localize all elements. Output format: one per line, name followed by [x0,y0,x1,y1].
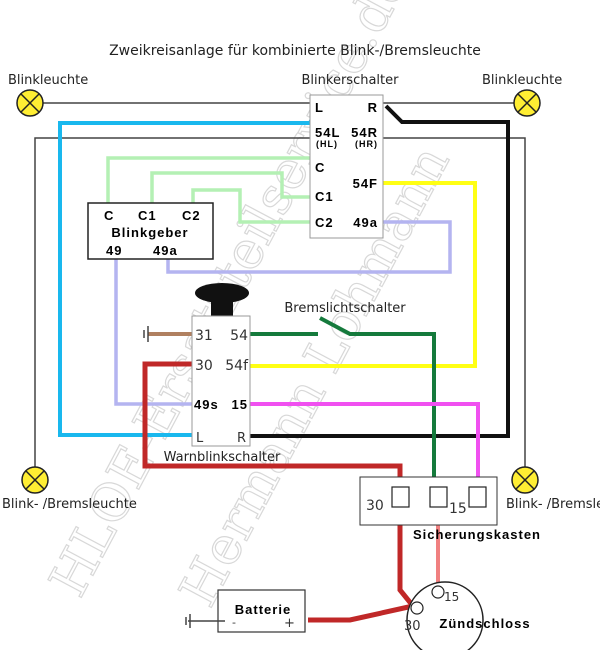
terminal-15: 15 [232,397,248,412]
terminal-54: 54 [230,328,248,344]
terminal-c1: C1 [315,189,334,204]
terminal-54r: 54R [351,125,378,140]
wires-lavender [114,220,452,406]
fuse-30 [391,486,410,508]
lamp-label: Blink- /Bremsleuchte [506,497,600,512]
terminal-49s: 49s [194,397,219,412]
ground-symbol-31 [143,326,149,342]
batterie-minus: - [232,616,236,629]
sicherungskasten-title: Sicherungskasten [413,527,541,542]
terminal-l: L [315,100,324,115]
terminal-c: C [104,208,114,223]
terminal-31: 31 [195,328,213,344]
terminal-c2: C2 [315,215,334,230]
diagram-title: Zweikreisanlage für kombinierte Blink-/B… [109,43,481,59]
wire-black-right [250,104,510,438]
zuendschloss-body [406,581,484,650]
zuendschloss: 30 15 Zündschloss [404,581,530,650]
lamp-label: Blinkleuchte [482,73,562,88]
terminal-c2: C2 [182,208,201,223]
ignition-terminal-15 [431,585,445,599]
terminal-30: 30 [195,358,213,374]
lamp-bottom-right: Blink- /Bremsleuchte [506,466,600,512]
batterie: Batterie - + [185,589,306,633]
lamp-top-left: Blinkleuchte [8,73,88,117]
blinkgeber-box [87,202,214,260]
terminal-49: 49 [106,243,122,258]
terminal-15: 15 [449,501,467,517]
blinkerschalter: Blinkerschalter L R 54L 54R (HL) (HR) C … [302,73,400,239]
wires-green [250,316,436,488]
terminal-54l: 54L [315,125,340,140]
lamp-bottom-left: Blink- /Bremsleuchte [2,466,137,512]
wire-49 [114,258,195,406]
terminal-hr: (HR) [355,139,378,149]
wire-brake-switch-to-fuse [319,316,436,488]
terminal-30: 30 [404,619,421,634]
warnblinkschalter: 31 54 30 54f 49s 15 L R Warnblinkschalte… [164,283,281,465]
terminal-c: C [315,160,325,175]
terminal-r: R [237,431,246,446]
fuse-15 [468,486,487,508]
lamp-wires [30,102,526,478]
zuendschloss-title: Zündschloss [439,616,530,631]
batterie-title: Batterie [235,602,291,617]
batterie-box [217,589,306,633]
terminal-l: L [196,431,204,446]
wire-c1 [150,171,310,208]
wire-c [106,156,310,208]
blinkerschalter-box [309,94,384,239]
wire-54r-bottom-right-lamp [383,137,526,478]
terminal-54f: 54F [353,176,378,191]
ignition-terminal-30 [410,601,424,615]
terminal-49a: 49a [353,215,378,230]
lamp-label: Blinkleuchte [8,73,88,88]
warnblink-knob [195,283,249,303]
sicherungskasten: 30 15 Sicherungskasten [359,476,541,542]
terminal-15: 15 [444,590,459,604]
wires-lightgreen [106,156,310,224]
blinkgeber: C C1 C2 Blinkgeber 49 49a [87,202,214,260]
terminal-c1: C1 [138,208,157,223]
terminal-hl: (HL) [316,139,338,149]
wire-49a [166,220,452,274]
batterie-plus: + [284,616,295,631]
wire-54l-bottom-left-lamp [34,137,310,478]
warnblinkschalter-box [191,315,251,447]
lamp-label: Blink- /Bremsleuchte [2,497,137,512]
terminal-49a: 49a [153,243,178,258]
lamp-top-right: Blinkleuchte [482,73,562,117]
bremslichtschalter-title: Bremslichtschalter [284,301,406,316]
terminal-54f: 54f [225,358,249,374]
wire-red-30 [142,361,403,488]
blinkerschalter-title: Blinkerschalter [302,73,400,88]
ground-symbol-battery [185,614,191,628]
warnblink-knob-stem [211,298,233,318]
wire-c2 [191,188,310,224]
warnblinkschalter-title: Warnblinkschalter [164,450,281,465]
wire-magenta-15 [250,402,480,488]
blinkgeber-title: Blinkgeber [111,225,188,240]
terminal-30: 30 [366,498,384,514]
wire-yellow-54f [250,181,477,368]
terminal-r: R [368,100,378,115]
fuse-brake [429,486,448,508]
